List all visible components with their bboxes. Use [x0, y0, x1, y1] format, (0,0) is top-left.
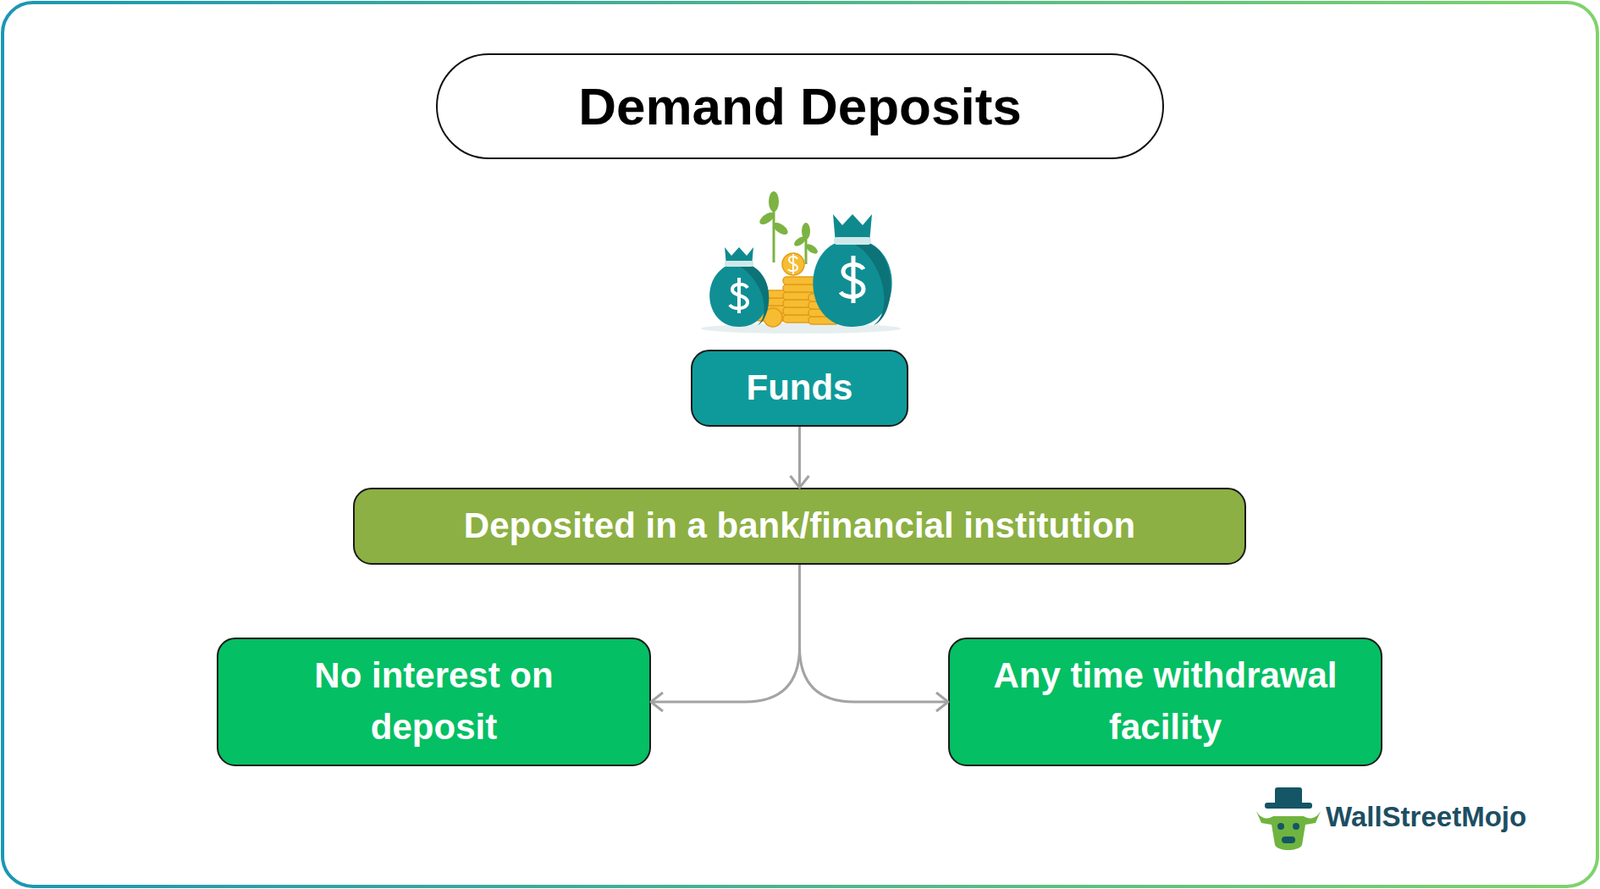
- process-box: Funds: [690, 349, 909, 427]
- connector-line: [798, 426, 801, 488]
- plant: [757, 191, 820, 265]
- box-label: Deposited in a bank/financial institutio…: [463, 500, 1136, 552]
- connector-line: [651, 564, 800, 702]
- logo-text: WallStreetMojo: [1325, 800, 1527, 834]
- text-wrap: Deposited in a bank/financial institutio…: [463, 500, 1136, 552]
- logo-icon: [1252, 785, 1325, 854]
- box-label: Funds: [746, 362, 854, 414]
- arrow-head: [936, 692, 949, 712]
- connector: [800, 564, 949, 712]
- connector: [651, 564, 800, 712]
- process-box: Any time withdrawal facility: [948, 637, 1383, 767]
- money-bag-small: [709, 247, 769, 327]
- box-label: No interest on deposit: [311, 650, 557, 754]
- title-pill: Demand Deposits: [435, 53, 1165, 160]
- connector-line: [800, 564, 949, 702]
- title-text: Demand Deposits: [578, 76, 1022, 137]
- money-bag-large: [812, 214, 892, 327]
- coin-dollar: [788, 253, 798, 275]
- arrow-head: [790, 475, 810, 488]
- connector: [790, 426, 810, 488]
- process-box: Deposited in a bank/financial institutio…: [353, 487, 1247, 565]
- text-wrap: Funds: [746, 362, 854, 414]
- text-wrap: No interest on deposit: [311, 650, 557, 754]
- arrow-head: [651, 692, 663, 712]
- box-label: Any time withdrawal facility: [975, 650, 1356, 754]
- text-wrap: Any time withdrawal facility: [975, 650, 1356, 754]
- process-box: No interest on deposit: [216, 637, 652, 767]
